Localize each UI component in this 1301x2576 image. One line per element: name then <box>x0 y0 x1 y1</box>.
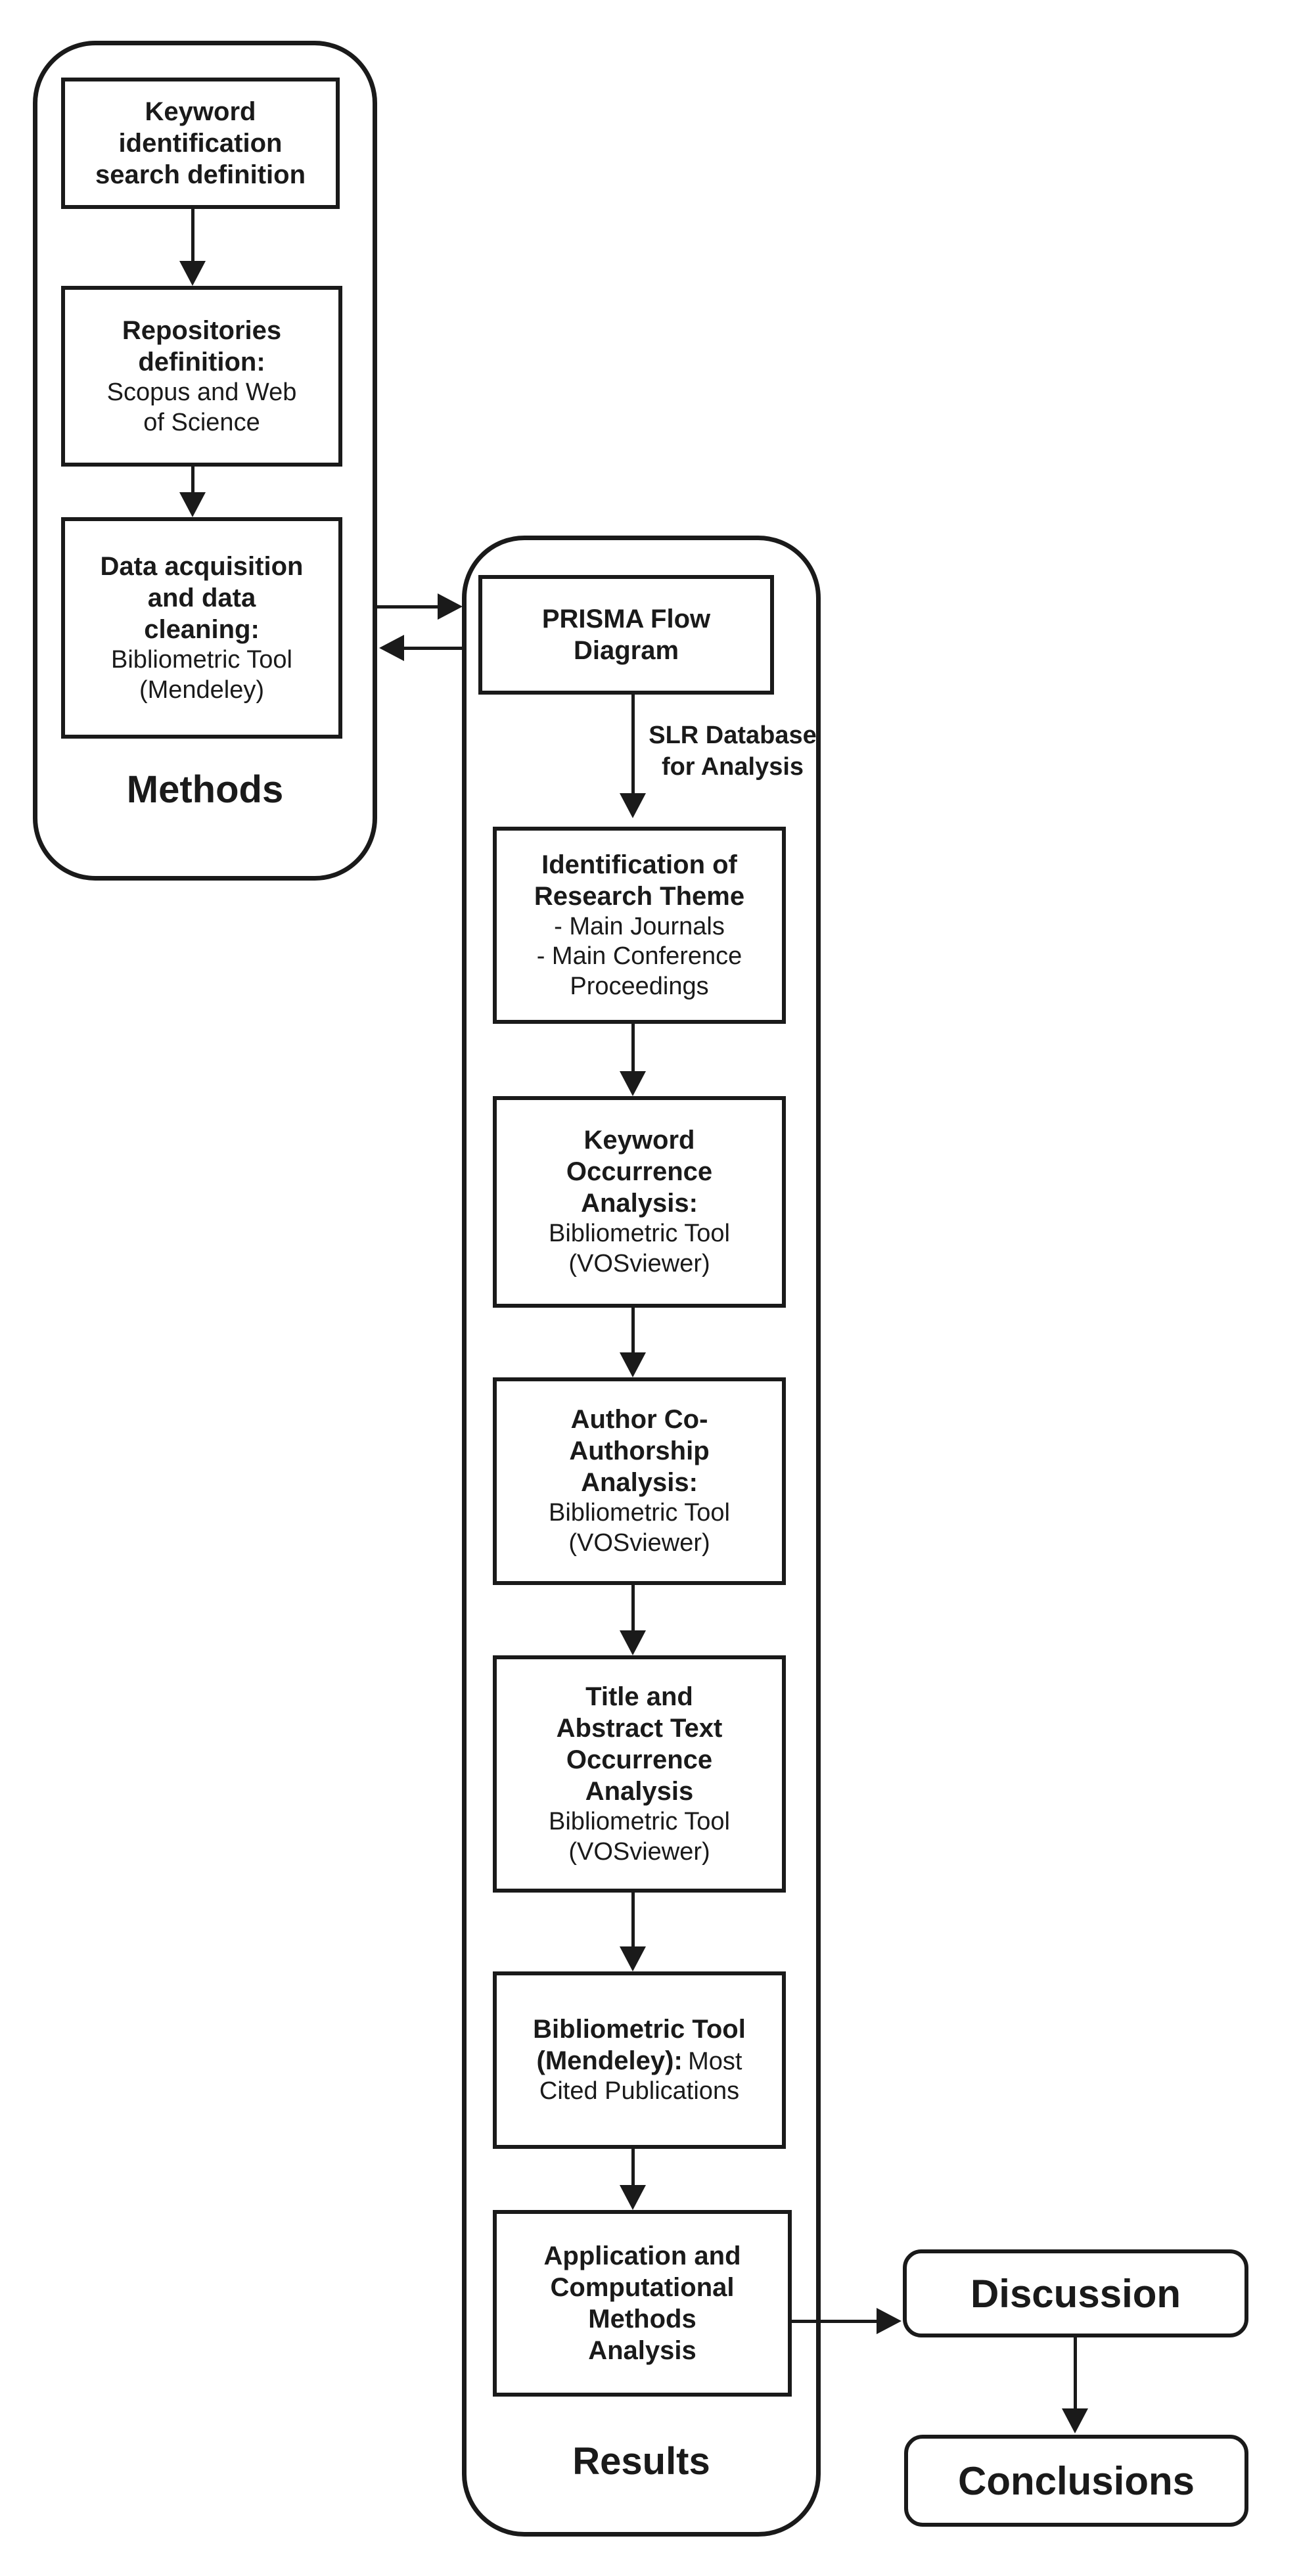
text-line: Methods <box>588 2305 696 2334</box>
text-line: cleaning: <box>144 614 260 644</box>
text-segment-regular: Most <box>688 2048 742 2076</box>
discussion-node: Discussion <box>903 2249 1248 2337</box>
arrow-line <box>631 1585 635 1632</box>
text-line: Analysis: <box>581 1468 698 1498</box>
text-line: PRISMA Flow <box>541 605 711 633</box>
text-line: Bibliometric Tool <box>549 1807 730 1835</box>
arrowhead-right-icon <box>877 2308 902 2334</box>
text-line: Keyword <box>145 97 256 126</box>
text-line: Analysis <box>585 1776 694 1806</box>
text-line: Bibliometric Tool <box>111 645 292 674</box>
text-line: Research Theme <box>534 881 745 911</box>
arrow-line <box>191 209 194 263</box>
text-line: Occurrence <box>566 1157 713 1187</box>
text-line: (Mendeley):Most <box>537 2045 742 2077</box>
text-line: Data acquisition <box>100 551 304 581</box>
text-line: for Analysis <box>661 752 804 781</box>
arrow-line <box>631 2149 635 2186</box>
results-box-identification: Identification of Research Theme - Main … <box>493 827 786 1024</box>
methods-group-label: Methods <box>126 768 284 811</box>
text-line: - Main Conference <box>536 942 742 971</box>
methods-box-keyword-search: Keyword identification search definition <box>61 78 340 209</box>
text-segment-bold: (Mendeley): <box>536 2046 683 2076</box>
text-line: Repositories <box>122 315 282 345</box>
arrow-line <box>791 2320 878 2323</box>
text-line: search definition <box>95 160 306 189</box>
arrowhead-down-icon <box>620 1946 646 1971</box>
text-line: Title and <box>585 1682 693 1711</box>
text-line: Scopus and Web <box>106 378 297 406</box>
arrowhead-down-icon <box>620 2185 646 2210</box>
text-line: Bibliometric Tool <box>549 1499 730 1527</box>
text-line: Diagram <box>573 636 679 665</box>
text-line: Identification of <box>541 850 737 879</box>
text-line: Author Co- <box>570 1405 708 1435</box>
methods-group-container <box>33 41 377 881</box>
arrow-line <box>631 1024 635 1074</box>
results-box-most-cited: Bibliometric Tool (Mendeley):Most Cited … <box>493 1971 786 2149</box>
text-line: (VOSviewer) <box>568 1837 710 1866</box>
text-line: of Science <box>143 408 260 436</box>
arrow-line <box>631 1308 635 1354</box>
text-line: (VOSviewer) <box>568 1529 710 1557</box>
arrowhead-down-icon <box>1062 2408 1088 2433</box>
results-box-keyword-occurrence: Keyword Occurrence Analysis: Bibliometri… <box>493 1096 786 1308</box>
arrow-line <box>1074 2337 1077 2410</box>
methods-box-data-acquisition: Data acquisition and data cleaning: Bibl… <box>61 517 342 739</box>
slr-database-arrow-label: SLR Database for Analysis <box>641 720 825 783</box>
text-line: Keyword <box>583 1126 695 1155</box>
text-line: - Main Journals <box>554 912 725 940</box>
text-line: Proceedings <box>570 972 709 1000</box>
text-line: Bibliometric Tool <box>533 2015 746 2044</box>
arrowhead-right-icon <box>438 593 463 620</box>
results-box-author-coauthorship: Author Co- Authorship Analysis: Bibliome… <box>493 1377 786 1585</box>
results-box-title-abstract: Title and Abstract Text Occurrence Analy… <box>493 1655 786 1893</box>
text-line: Authorship <box>569 1437 710 1466</box>
conclusions-node: Conclusions <box>904 2435 1248 2527</box>
arrowhead-left-icon <box>379 635 404 661</box>
text-line: and data <box>147 583 256 612</box>
text-line: Analysis <box>588 2336 696 2365</box>
arrowhead-down-icon <box>620 1071 646 1096</box>
results-box-application-methods: Application and Computational Methods An… <box>493 2210 792 2397</box>
arrowhead-down-icon <box>620 1352 646 1377</box>
arrow-line <box>631 1893 635 1948</box>
text-line: Computational <box>550 2273 735 2302</box>
arrow-line <box>401 647 463 650</box>
text-line: SLR Database <box>649 722 817 749</box>
arrowhead-down-icon <box>179 261 206 286</box>
methods-box-repositories: Repositories definition: Scopus and Web … <box>61 286 342 467</box>
arrow-line <box>377 605 440 609</box>
arrow-line <box>191 467 194 494</box>
results-group-container <box>462 536 821 2537</box>
text-line: Cited Publications <box>539 2077 740 2105</box>
arrowhead-down-icon <box>179 492 206 517</box>
text-line: Analysis: <box>581 1189 698 1218</box>
text-line: Application and <box>543 2242 741 2270</box>
text-line: Bibliometric Tool <box>549 1220 730 1248</box>
arrowhead-down-icon <box>620 1630 646 1655</box>
text-line: definition: <box>138 347 265 377</box>
results-group-label: Results <box>572 2440 710 2483</box>
text-line: (Mendeley) <box>139 676 265 704</box>
text-line: Occurrence <box>566 1745 713 1774</box>
text-line: identification <box>118 129 283 158</box>
arrow-line <box>631 695 635 794</box>
text-line: (VOSviewer) <box>568 1250 710 1277</box>
arrowhead-down-icon <box>620 793 646 818</box>
results-box-prisma: PRISMA Flow Diagram <box>478 575 774 695</box>
text-line: Abstract Text <box>556 1713 723 1743</box>
